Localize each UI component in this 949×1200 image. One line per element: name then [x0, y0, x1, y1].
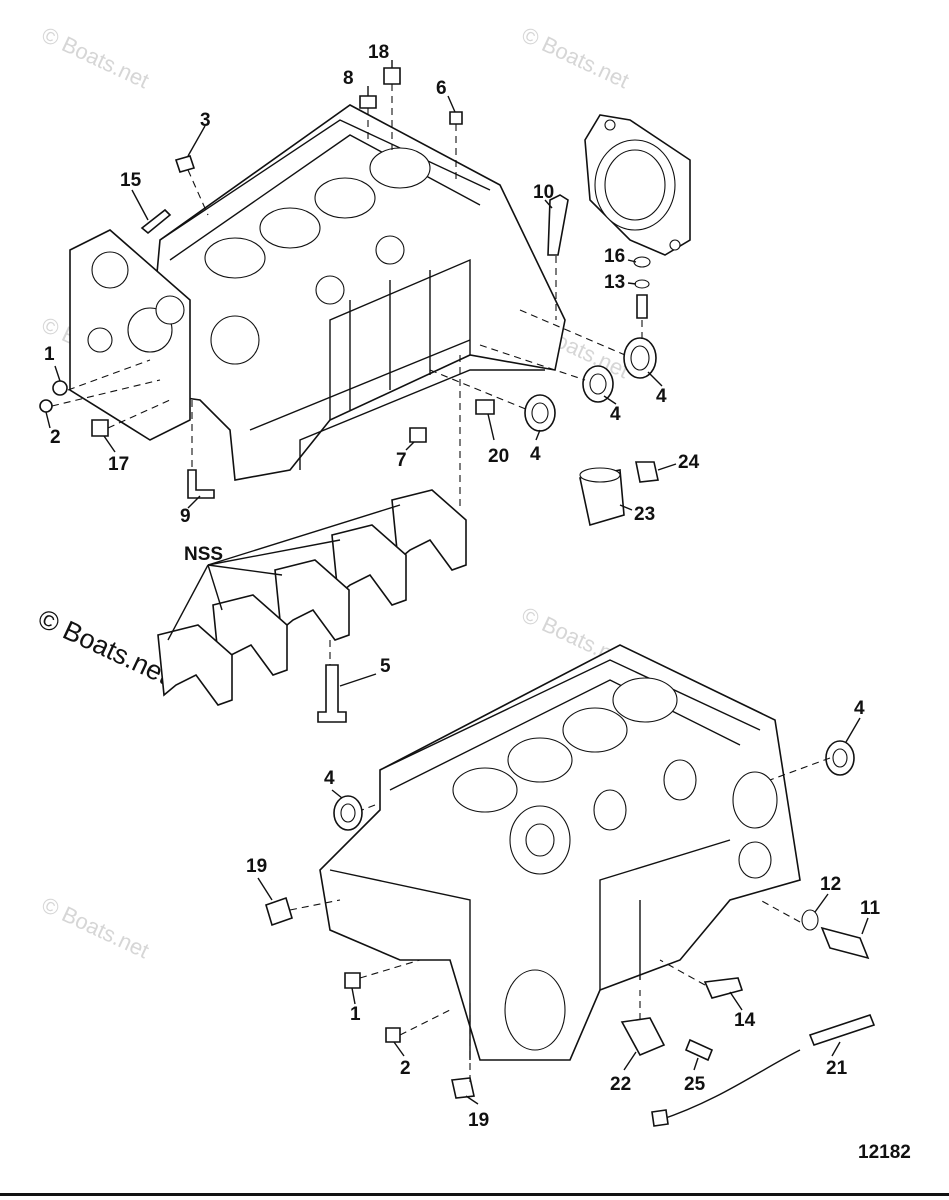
main-bearing-bolt — [317, 664, 347, 723]
bottom-border — [0, 1193, 949, 1196]
watermark: © Boats.net — [38, 22, 153, 93]
callout-21: 21 — [826, 1058, 848, 1079]
callout-18: 18 — [368, 42, 389, 63]
callout-1: 1 — [350, 1004, 361, 1025]
callout-4: 4 — [530, 444, 541, 465]
callout-22: 22 — [610, 1074, 631, 1095]
callout-4: 4 — [854, 698, 865, 719]
callout-7: 7 — [396, 450, 407, 471]
callout-9: 9 — [180, 506, 191, 527]
callout-labels: 18 8 6 3 15 10 16 13 1 2 17 4 4 4 7 20 2… — [44, 42, 911, 1163]
callout-5: 5 — [380, 656, 391, 677]
assembly-dashed-lines — [51, 84, 831, 1082]
callout-3: 3 — [200, 110, 211, 131]
callout-16: 16 — [604, 246, 625, 267]
watermark: © Boats.net — [38, 892, 153, 963]
callout-4: 4 — [324, 768, 335, 789]
group-label-nss: NSS — [184, 544, 223, 565]
callout-11: 11 — [860, 898, 881, 919]
callout-20: 20 — [488, 446, 509, 467]
callout-2: 2 — [400, 1058, 411, 1079]
callout-13: 13 — [604, 272, 625, 293]
callout-19: 19 — [246, 856, 267, 877]
callout-17: 17 — [108, 454, 129, 475]
leader-lines — [45, 60, 869, 1105]
watermark: © Boats.net — [518, 22, 633, 93]
callout-6: 6 — [436, 78, 447, 99]
callout-12: 12 — [820, 874, 841, 895]
callout-24: 24 — [678, 452, 700, 473]
lower-cylinder-block — [319, 644, 801, 1061]
watermark-dark: © Boats.net — [33, 603, 174, 690]
rear-seal-housing — [584, 114, 691, 256]
callout-25: 25 — [684, 1074, 706, 1095]
callout-10: 10 — [533, 182, 554, 203]
diagram-number: 12182 — [858, 1142, 911, 1163]
oil-sender — [579, 461, 659, 527]
callout-4: 4 — [656, 386, 667, 407]
upper-hardware — [39, 67, 657, 499]
callout-14: 14 — [734, 1010, 756, 1031]
callout-15: 15 — [120, 170, 142, 191]
callout-23: 23 — [634, 504, 655, 525]
main-bearing-caps — [157, 489, 467, 706]
callout-1: 1 — [44, 344, 55, 365]
lower-hardware — [265, 740, 876, 1127]
callout-2: 2 — [50, 427, 61, 448]
upper-cylinder-block — [69, 104, 566, 481]
callout-8: 8 — [343, 68, 354, 89]
callout-19: 19 — [468, 1110, 489, 1131]
callout-4: 4 — [610, 404, 621, 425]
